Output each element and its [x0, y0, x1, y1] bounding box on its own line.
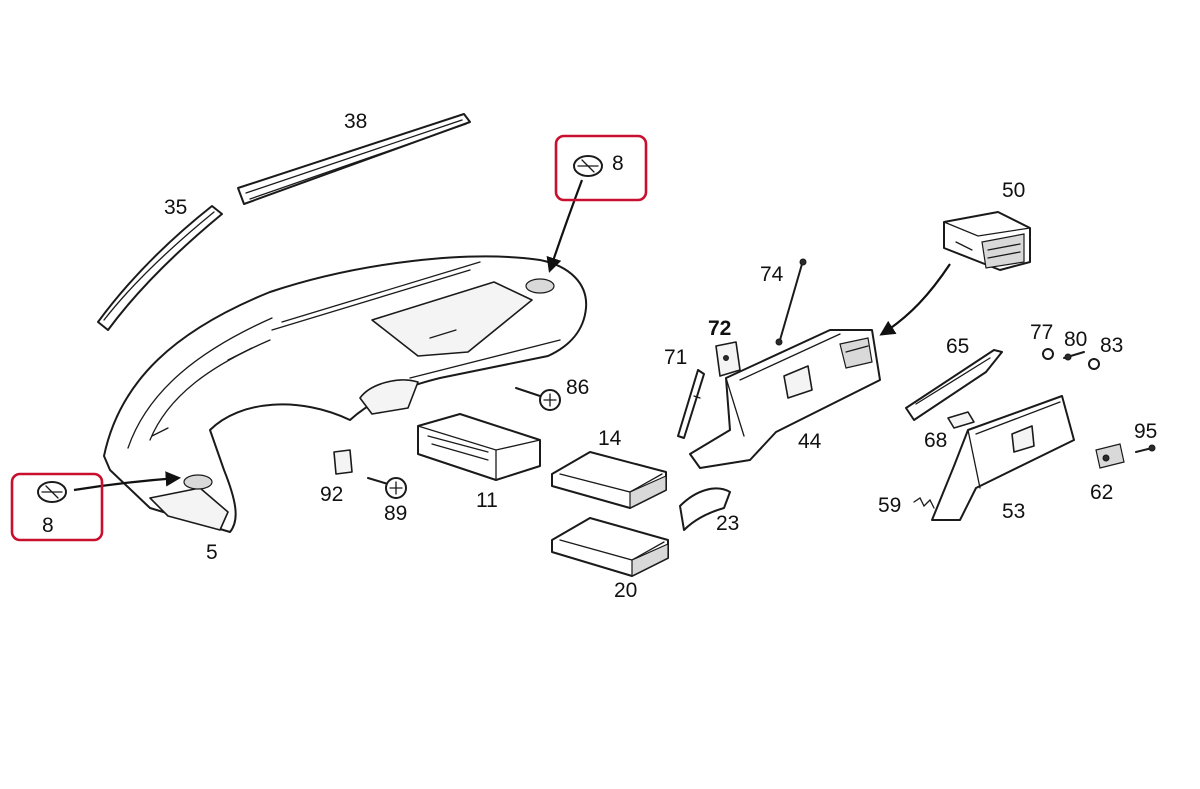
- label-65: 65: [946, 335, 969, 358]
- label-92: 92: [320, 483, 343, 506]
- label-23: 23: [716, 512, 739, 535]
- label-72: 72: [708, 317, 731, 340]
- part-8-vent-left[interactable]: [37, 481, 67, 503]
- label-86: 86: [566, 376, 589, 399]
- part-8-vent-top[interactable]: [573, 155, 603, 177]
- label-44: 44: [798, 430, 822, 453]
- label-83: 83: [1100, 334, 1123, 357]
- part-14-tray[interactable]: [551, 451, 667, 509]
- part-62-latch[interactable]: [1095, 443, 1125, 469]
- arrow-vent-50: [879, 263, 951, 336]
- label-20: 20: [614, 579, 637, 602]
- part-74-rod[interactable]: [775, 258, 807, 346]
- part-23-cover[interactable]: [679, 487, 731, 531]
- part-20-tray[interactable]: [551, 517, 669, 577]
- label-50: 50: [1002, 179, 1025, 202]
- label-38: 38: [344, 110, 367, 133]
- part-92-clip[interactable]: [333, 449, 353, 475]
- label-8-top: 8: [612, 152, 624, 175]
- part-83-fastener[interactable]: [1088, 358, 1100, 370]
- label-35: 35: [164, 196, 187, 219]
- part-53-door[interactable]: [931, 395, 1075, 521]
- label-71: 71: [664, 346, 687, 369]
- label-95: 95: [1134, 420, 1157, 443]
- label-14: 14: [598, 427, 622, 450]
- part-38-defroster-strip[interactable]: [237, 113, 471, 205]
- part-72-bracket[interactable]: [715, 341, 741, 377]
- part-35-side-strip[interactable]: [97, 205, 223, 331]
- part-77-fastener[interactable]: [1042, 348, 1054, 360]
- part-95-screw[interactable]: [1135, 444, 1156, 453]
- label-62: 62: [1090, 481, 1113, 504]
- label-77: 77: [1030, 321, 1053, 344]
- part-44-glovebox[interactable]: [689, 329, 881, 469]
- part-65-strip[interactable]: [905, 349, 1003, 421]
- part-59-spring[interactable]: [913, 497, 935, 509]
- part-68-clip[interactable]: [947, 411, 975, 429]
- label-89: 89: [384, 502, 407, 525]
- part-89-screw[interactable]: [367, 477, 407, 499]
- label-80: 80: [1064, 328, 1087, 351]
- label-53: 53: [1002, 500, 1025, 523]
- part-50-air-vent[interactable]: [943, 211, 1031, 271]
- part-86-screw[interactable]: [515, 387, 561, 411]
- highlight-box-left: [10, 472, 104, 542]
- arrow-left-8: [73, 471, 182, 492]
- label-74: 74: [760, 263, 784, 286]
- part-5-dashboard[interactable]: [103, 255, 588, 533]
- part-11-vent-unit[interactable]: [417, 413, 541, 481]
- label-68: 68: [924, 429, 947, 452]
- label-11: 11: [476, 489, 498, 512]
- label-8-left: 8: [42, 514, 54, 537]
- label-59: 59: [878, 494, 901, 517]
- part-80-fastener[interactable]: [1063, 351, 1085, 361]
- arrow-top-8: [546, 179, 584, 273]
- part-71-strut[interactable]: [677, 369, 705, 439]
- label-5: 5: [206, 541, 218, 564]
- highlight-box-top: [554, 134, 648, 202]
